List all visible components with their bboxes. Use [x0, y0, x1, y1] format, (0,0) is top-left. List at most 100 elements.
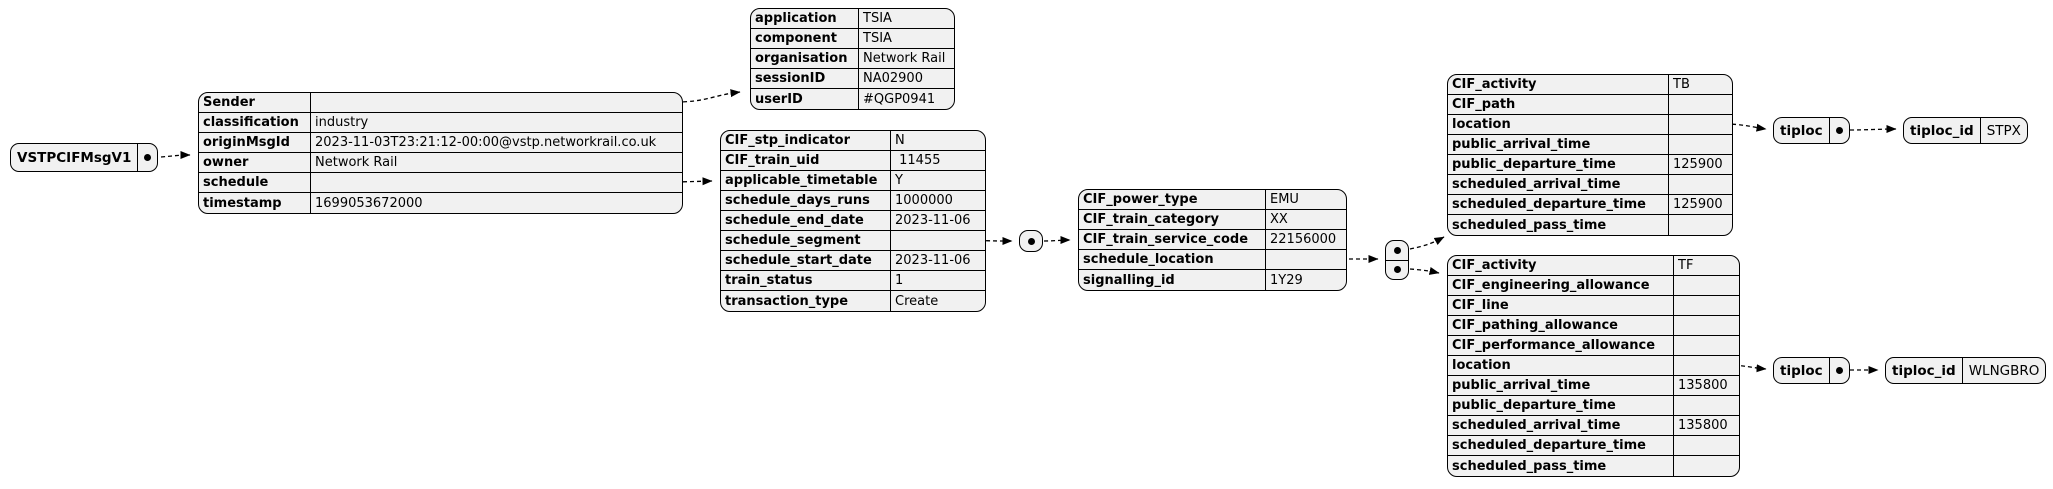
field-value: TF — [1678, 258, 1694, 273]
tiploc-id-label: tiploc_id — [1910, 122, 1974, 139]
edge-sender-to-detail — [675, 89, 741, 103]
root-port — [137, 144, 157, 171]
field-value: Network Rail — [315, 155, 398, 170]
field-name: CIF_activity — [1448, 75, 1669, 94]
field-value — [1669, 215, 1732, 235]
field-name: signalling_id — [1079, 270, 1266, 290]
field-value: 135800 — [1678, 418, 1728, 433]
field-value-port — [1674, 356, 1739, 375]
table-row: CIF_line — [1448, 296, 1739, 316]
field-name: scheduled_departure_time — [1448, 436, 1674, 455]
port-dot — [1393, 266, 1401, 274]
field-value: 125900 — [1673, 197, 1723, 212]
field-name: sessionID — [751, 69, 859, 88]
field-name: CIF_stp_indicator — [721, 131, 891, 150]
segment-connector-node — [1019, 230, 1043, 252]
field-name: public_departure_time — [1448, 155, 1669, 174]
table-row: CIF_path — [1448, 95, 1732, 115]
table-row: CIF_activity TF — [1448, 256, 1739, 276]
field-value — [1674, 396, 1739, 415]
port-dot — [1027, 237, 1035, 245]
field-name: organisation — [751, 49, 859, 68]
field-name: scheduled_pass_time — [1448, 456, 1674, 476]
field-name: CIF_pathing_allowance — [1448, 316, 1674, 335]
edge-root-to-sender — [160, 151, 191, 160]
field-value: NA02900 — [863, 71, 923, 86]
field-value: 2023-11-03T23:21:12-00:00@vstp.networkra… — [315, 135, 657, 150]
field-name: schedule_days_runs — [721, 191, 891, 210]
table-row: scheduled_arrival_time — [1448, 175, 1732, 195]
field-name: application — [751, 9, 859, 28]
field-value — [1669, 135, 1732, 154]
field-name: CIF_train_category — [1079, 210, 1266, 229]
field-value: TSIA — [863, 31, 892, 46]
tiploc-tf-port — [1828, 358, 1849, 383]
field-name: CIF_train_service_code — [1079, 230, 1266, 249]
tiploc-id-value: WLNGBRO — [1961, 358, 2046, 383]
field-name: schedule_start_date — [721, 251, 891, 270]
table-row: public_arrival_time — [1448, 135, 1732, 155]
field-name: CIF_line — [1448, 296, 1674, 315]
field-value: 22156000 — [1270, 232, 1337, 247]
field-value: Create — [895, 293, 939, 309]
edge-connector-to-tf-table — [1409, 267, 1440, 275]
field-value — [1674, 276, 1739, 295]
port-dot — [144, 154, 152, 161]
table-row: scheduled_departure_time — [1448, 436, 1739, 456]
connector-port-tf — [1386, 259, 1408, 280]
field-name: applicable_timetable — [721, 171, 891, 190]
root-node-label: VSTPCIFMsgV1 — [17, 149, 132, 166]
table-row: sessionID NA02900 — [751, 69, 954, 89]
port-dot — [1835, 127, 1843, 134]
tiploc-label: tiploc — [1780, 362, 1823, 379]
field-value: TB — [1673, 77, 1690, 92]
field-value — [1669, 175, 1732, 194]
table-row: scheduled_pass_time — [1448, 456, 1739, 476]
field-name: schedule — [199, 173, 311, 192]
field-value: Network Rail — [863, 51, 946, 66]
table-row: CIF_engineering_allowance — [1448, 276, 1739, 296]
field-value: 1Y29 — [1270, 272, 1303, 288]
field-name: CIF_path — [1448, 95, 1669, 114]
connector-port — [1020, 231, 1042, 251]
tiploc-tb-port — [1828, 118, 1849, 143]
field-value — [1674, 296, 1739, 315]
field-value-port — [311, 93, 682, 112]
tiploc-id-tf-node: tiploc_id WLNGBRO — [1885, 357, 2047, 384]
field-name: owner — [199, 153, 311, 172]
field-name: userID — [751, 89, 859, 109]
field-name: CIF_activity — [1448, 256, 1674, 275]
table-row: scheduled_departure_time 125900 — [1448, 195, 1732, 215]
table-row: location — [1448, 115, 1732, 135]
field-value: #QGP0941 — [863, 91, 936, 107]
field-name: CIF_train_uid — [721, 151, 891, 170]
field-value-port — [311, 173, 682, 192]
field-name: schedule_end_date — [721, 211, 891, 230]
table-row: CIF_train_service_code 22156000 — [1079, 230, 1346, 250]
field-name: CIF_power_type — [1079, 190, 1266, 209]
edge-connector-to-segment-table — [1043, 236, 1071, 245]
field-name: public_arrival_time — [1448, 135, 1669, 154]
table-row: CIF_activity TB — [1448, 75, 1732, 95]
field-value — [1674, 436, 1739, 455]
field-name: schedule_segment — [721, 231, 891, 250]
tiploc-tf-node: tiploc — [1773, 357, 1850, 384]
field-value: N — [895, 133, 905, 148]
field-name: scheduled_departure_time — [1448, 195, 1669, 214]
port-dot — [1393, 246, 1401, 254]
edge-tiploc-tb-to-tiplocid — [1849, 125, 1897, 134]
table-row: owner Network Rail — [199, 153, 682, 173]
root-node-vstpcifmsgv1: VSTPCIFMsgV1 — [10, 143, 159, 172]
tiploc-tb-node: tiploc — [1773, 117, 1850, 144]
